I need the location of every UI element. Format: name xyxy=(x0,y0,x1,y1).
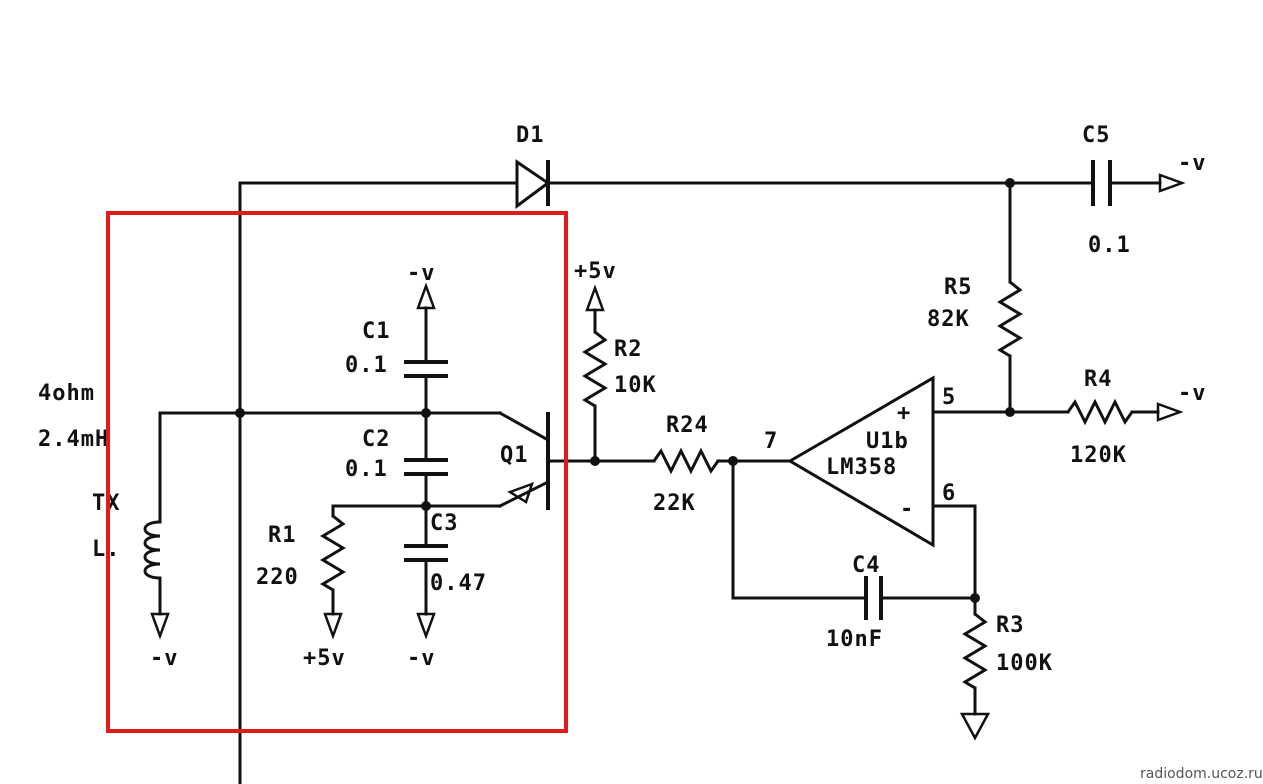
r4-rail-label: -v xyxy=(1178,381,1207,406)
tx-spec-1: 4ohm xyxy=(38,381,95,406)
r24-value: 22K xyxy=(653,491,696,516)
tx-label: TX xyxy=(92,491,121,516)
tx-spec-2: 2.4mH xyxy=(38,427,109,452)
c4-value: 10nF xyxy=(826,627,883,652)
q1-label: Q1 xyxy=(500,443,529,468)
r24-label: R24 xyxy=(666,413,709,438)
top-rail xyxy=(238,181,1162,784)
u1b-part: LM358 xyxy=(826,455,897,480)
resistor-r4: -v R4 120K xyxy=(1066,367,1207,468)
opamp-plus: + xyxy=(897,401,911,426)
r5-label: R5 xyxy=(944,275,973,300)
c1-rail-label: -v xyxy=(407,261,436,286)
r2-label: R2 xyxy=(614,337,643,362)
cap-column: -v -v C1 0.1 C2 0.1 C3 0.47 xyxy=(345,261,487,671)
u1b-label: U1b xyxy=(866,429,909,454)
opamp-minus: - xyxy=(900,497,914,522)
capacitor-c5: C5 0.1 xyxy=(1082,123,1131,258)
r4-label: R4 xyxy=(1084,367,1113,392)
feedback-network: C4 10nF xyxy=(731,459,977,652)
c4-label: C4 xyxy=(852,553,881,578)
c1-value: 0.1 xyxy=(345,353,388,378)
resistor-r3: R3 100K xyxy=(959,612,1053,741)
r5-value: 82K xyxy=(927,307,970,332)
output-node: R5 82K xyxy=(927,181,1070,414)
highlight-box xyxy=(106,211,568,733)
resistor-r24: R24 22K xyxy=(638,413,735,516)
tx-coil: -v 4ohm 2.4mH TX L. xyxy=(38,381,502,671)
r3-label: R3 xyxy=(996,613,1025,638)
watermark: radiodom.ucoz.ru xyxy=(1140,766,1263,782)
r1-label: R1 xyxy=(268,523,297,548)
d1-label: D1 xyxy=(516,123,545,148)
r1-rail-label: +5v xyxy=(303,646,346,671)
c3-label: C3 xyxy=(430,511,459,536)
c2-value: 0.1 xyxy=(345,457,388,482)
opamp-u1b: + - U1b LM358 7 5 6 xyxy=(731,375,956,548)
r2-value: 10K xyxy=(614,373,657,398)
c3-value: 0.47 xyxy=(430,571,487,596)
r4-value: 120K xyxy=(1070,443,1127,468)
junction-dots xyxy=(235,178,1015,603)
tx-sub-label: L. xyxy=(92,537,121,562)
r3-value: 100K xyxy=(996,651,1053,676)
resistor-r1: R1 220 +5v xyxy=(256,504,502,671)
c5-label: C5 xyxy=(1082,123,1111,148)
c3-rail-label: -v xyxy=(407,646,436,671)
r1-value: 220 xyxy=(256,565,299,590)
resistor-r2: +5v R2 10K xyxy=(574,259,657,463)
pin-5: 5 xyxy=(942,385,956,410)
c2-label: C2 xyxy=(362,427,391,452)
c5-rail-label: -v xyxy=(1178,151,1207,176)
tx-rail-label: -v xyxy=(150,646,179,671)
r2-rail-label: +5v xyxy=(574,259,617,284)
c5-neg-arrow: -v xyxy=(1158,151,1207,193)
pin-7: 7 xyxy=(764,429,778,454)
ground-symbol xyxy=(959,712,991,741)
c5-value: 0.1 xyxy=(1088,233,1131,258)
diode-d1: D1 xyxy=(515,123,551,209)
c1-label: C1 xyxy=(362,319,391,344)
pin-6: 6 xyxy=(942,481,956,506)
